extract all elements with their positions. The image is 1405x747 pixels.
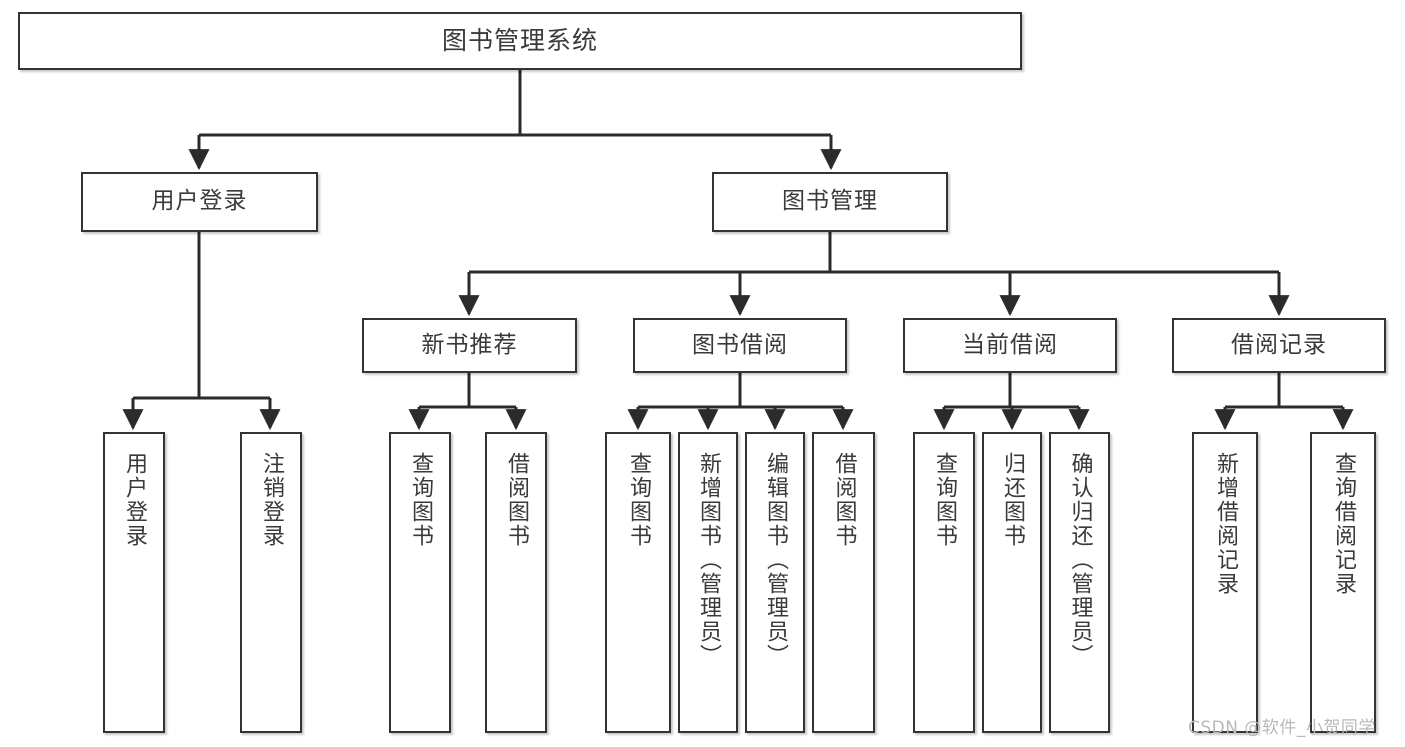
node-current-borrow-label: 当前借阅 [962,331,1058,358]
node-leaf-return-book-label: 归还图书 [999,452,1025,548]
node-leaf-add-book-admin[interactable]: 新增图书（管理员） [678,432,738,733]
node-new-book-recommend-label: 新书推荐 [421,331,518,358]
node-book-borrow[interactable]: 图书借阅 [633,318,847,373]
node-leaf-user-login-label: 用户登录 [121,452,147,548]
node-borrow-record-label: 借阅记录 [1231,331,1327,358]
node-leaf-query-book-recommend[interactable]: 查询图书 [389,432,451,733]
node-leaf-edit-book-admin-label: 编辑图书（管理员） [762,452,788,668]
node-root[interactable]: 图书管理系统 [18,12,1022,70]
csdn-watermark: CSDN @软件_小贺同学 [1188,718,1376,738]
node-leaf-logout[interactable]: 注销登录 [240,432,302,733]
node-leaf-query-book-borrow-label: 查询图书 [625,452,651,548]
node-leaf-add-book-admin-label: 新增图书（管理员） [695,452,721,668]
node-user-login[interactable]: 用户登录 [81,172,318,232]
node-borrow-record[interactable]: 借阅记录 [1172,318,1386,373]
node-leaf-edit-book-admin[interactable]: 编辑图书（管理员） [745,432,805,733]
node-leaf-add-borrow-record-label: 新增借阅记录 [1212,452,1238,596]
node-leaf-query-borrow-record[interactable]: 查询借阅记录 [1310,432,1376,733]
node-leaf-borrow-book-recommend[interactable]: 借阅图书 [485,432,547,733]
node-leaf-confirm-return-admin[interactable]: 确认归还（管理员） [1049,432,1110,733]
node-current-borrow[interactable]: 当前借阅 [903,318,1117,373]
node-leaf-logout-label: 注销登录 [258,452,284,548]
node-leaf-query-book-current[interactable]: 查询图书 [913,432,975,733]
node-root-label: 图书管理系统 [441,26,598,55]
node-leaf-query-book-current-label: 查询图书 [931,452,957,548]
node-leaf-query-book-borrow[interactable]: 查询图书 [605,432,671,733]
node-leaf-borrow-book-label: 借阅图书 [831,452,857,548]
node-book-borrow-label: 图书借阅 [692,331,788,358]
node-leaf-query-book-recommend-label: 查询图书 [407,452,433,548]
node-leaf-user-login[interactable]: 用户登录 [103,432,165,733]
node-leaf-confirm-return-admin-label: 确认归还（管理员） [1067,452,1093,668]
node-user-login-label: 用户登录 [151,188,248,215]
node-new-book-recommend[interactable]: 新书推荐 [362,318,577,373]
node-book-management[interactable]: 图书管理 [712,172,948,232]
node-leaf-return-book[interactable]: 归还图书 [982,432,1042,733]
node-leaf-borrow-book[interactable]: 借阅图书 [812,432,875,733]
node-book-management-label: 图书管理 [782,188,878,215]
node-leaf-add-borrow-record[interactable]: 新增借阅记录 [1192,432,1258,733]
node-leaf-query-borrow-record-label: 查询借阅记录 [1330,452,1356,596]
node-leaf-borrow-book-recommend-label: 借阅图书 [503,452,529,548]
